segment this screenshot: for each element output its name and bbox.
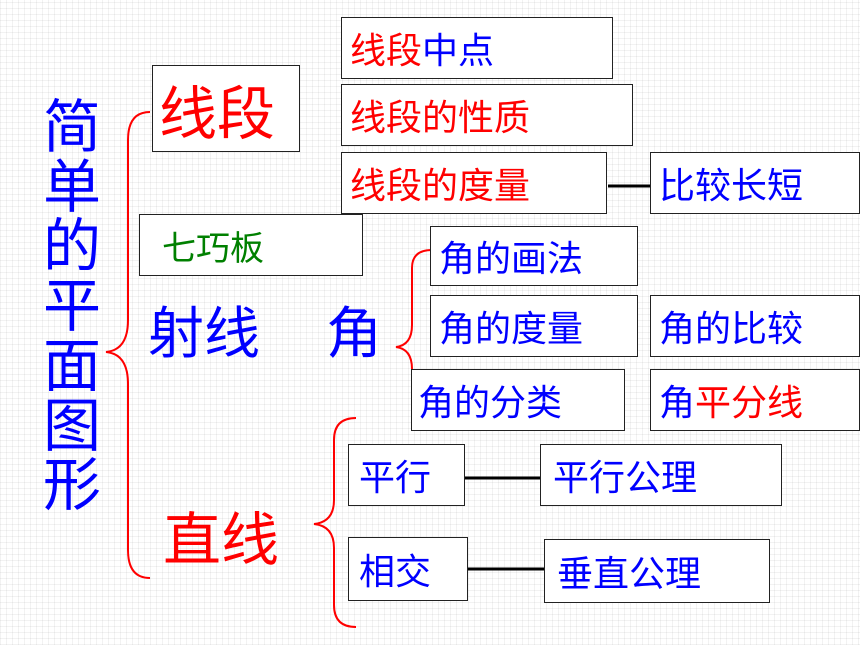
segment-measure-label: 线段的度量 bbox=[350, 166, 531, 207]
segment-label: 线段 bbox=[159, 79, 276, 148]
angle-compare-label: 角的比较 bbox=[659, 309, 804, 350]
angle-drawing-box: 角的画法 bbox=[430, 226, 638, 286]
parallel-axiom-box: 平行公理 bbox=[540, 444, 782, 506]
main-brace bbox=[105, 111, 151, 579]
title-char: 平 bbox=[42, 272, 101, 341]
ray-label: 射线 bbox=[148, 302, 260, 367]
title-vertical: 简 单 的 平 面 图 形 bbox=[36, 93, 108, 520]
line-brace bbox=[313, 417, 357, 628]
angle-bisector-prefix: 角 bbox=[659, 383, 696, 424]
perpendicular-axiom-box: 垂直公理 bbox=[544, 539, 770, 603]
angle-drawing-label: 角的画法 bbox=[439, 239, 584, 280]
intersect-box: 相交 bbox=[348, 537, 468, 601]
segment-properties-label: 线段的性质 bbox=[350, 98, 531, 139]
segment-properties-box: 线段的性质 bbox=[341, 84, 633, 146]
title-char: 形 bbox=[42, 451, 101, 520]
angle-label: 角 bbox=[326, 302, 382, 367]
angle-bisector-suffix: 平分线 bbox=[695, 383, 804, 424]
angle-classification-box: 角的分类 bbox=[411, 369, 625, 431]
angle-classification-label: 角的分类 bbox=[418, 383, 563, 424]
parallel-label: 平行 bbox=[359, 458, 432, 499]
segment-midpoint-prefix: 线段 bbox=[350, 31, 423, 72]
compare-length-box: 比较长短 bbox=[650, 152, 860, 214]
title-char: 简 bbox=[42, 93, 101, 161]
segment-box: 线段 bbox=[152, 65, 300, 152]
line-label: 直线 bbox=[163, 506, 280, 574]
title-char: 单 bbox=[42, 152, 101, 221]
perpendicular-axiom-label: 垂直公理 bbox=[557, 554, 702, 595]
angle-measure-label: 角的度量 bbox=[439, 309, 584, 350]
parallel-axiom-label: 平行公理 bbox=[553, 458, 698, 499]
segment-measure-box: 线段的度量 bbox=[341, 152, 607, 214]
tangram-box: 七巧板 bbox=[139, 214, 363, 276]
title-char: 面 bbox=[42, 331, 101, 400]
angle-bisector-box: 角平分线 bbox=[650, 369, 860, 431]
angle-compare-box: 角的比较 bbox=[650, 295, 860, 357]
title-char: 图 bbox=[42, 391, 101, 460]
tangram-label: 七巧板 bbox=[162, 228, 264, 269]
intersect-label: 相交 bbox=[359, 552, 432, 593]
title-char: 的 bbox=[42, 212, 101, 281]
angle-measure-box: 角的度量 bbox=[430, 295, 638, 357]
segment-midpoint-suffix: 中点 bbox=[422, 31, 495, 72]
compare-length-label: 比较长短 bbox=[659, 166, 804, 207]
segment-midpoint-box: 线段中点 bbox=[341, 17, 613, 79]
parallel-box: 平行 bbox=[348, 444, 465, 506]
